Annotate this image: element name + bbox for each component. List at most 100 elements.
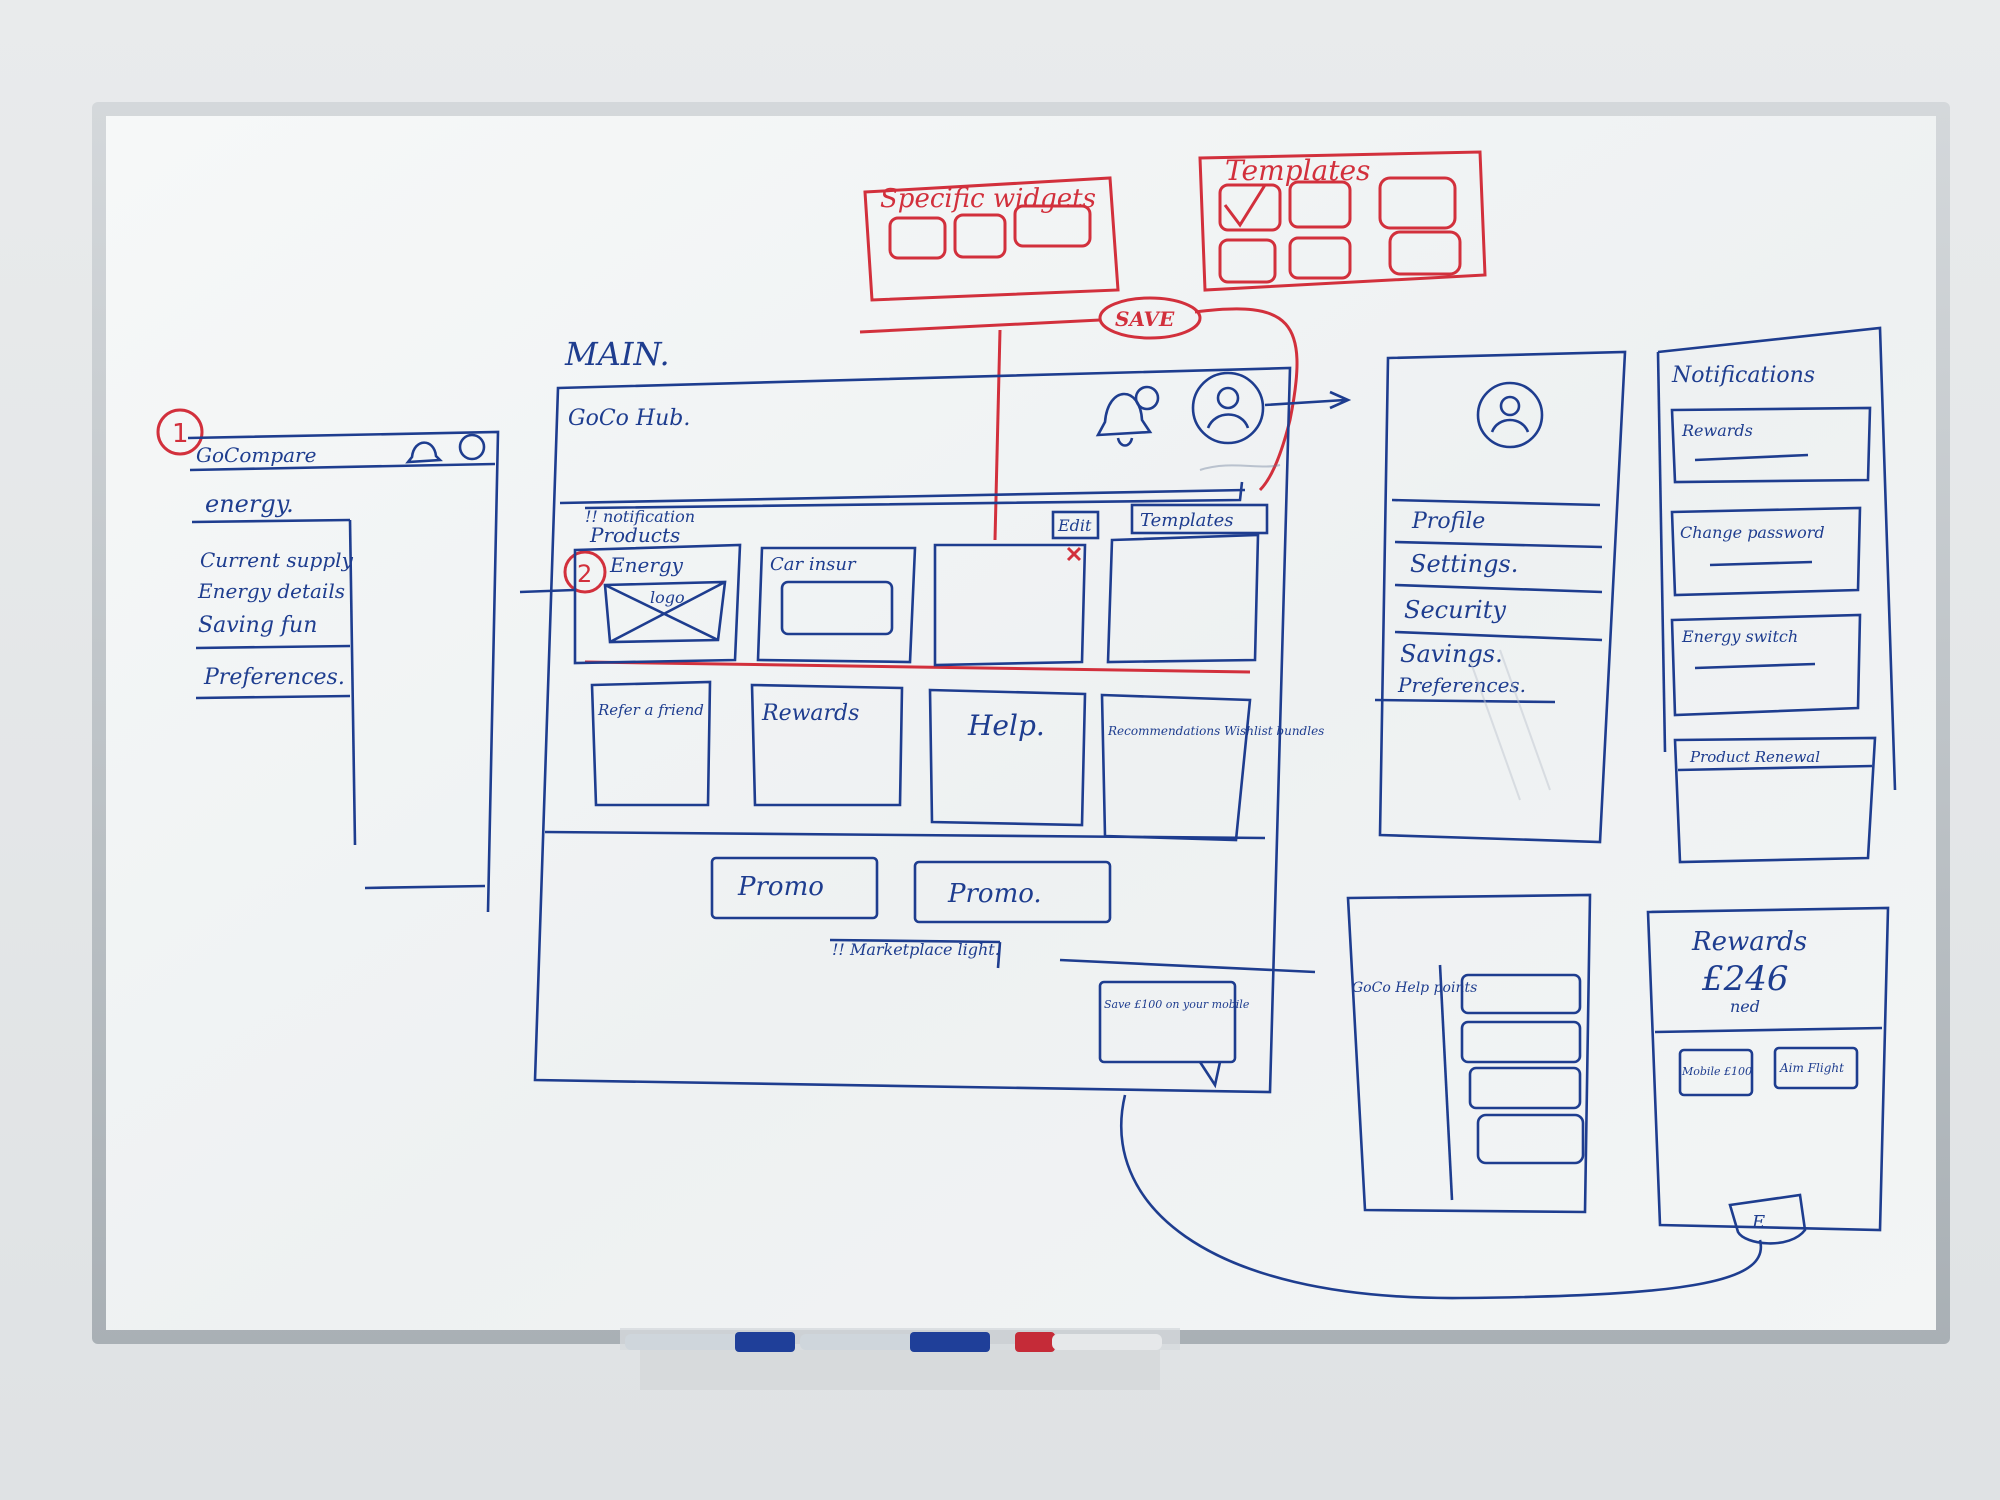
promo-box-1	[710, 856, 879, 920]
car-insurance-tile-label: Car insur	[770, 554, 857, 575]
rewards-panel-divider	[1654, 1026, 1883, 1034]
help-point-2	[1460, 1020, 1582, 1064]
save-connector-left	[859, 318, 1101, 334]
product-tile-2	[756, 546, 917, 664]
templates-button-box	[1130, 503, 1269, 535]
user-avatar-icon	[1191, 371, 1265, 445]
reward-tile-2	[1773, 1046, 1859, 1090]
left-panel-item-0: energy.	[205, 490, 294, 518]
template-slot-6	[1388, 230, 1462, 276]
profile-divider-4	[1374, 698, 1556, 704]
main-heading: MAIN.	[564, 335, 670, 373]
help-panel-title: GoCo Help points	[1352, 980, 1477, 996]
left-panel-frame	[187, 430, 500, 913]
template-slot-4	[1218, 238, 1277, 284]
logo-label: logo	[650, 588, 685, 607]
widget-slot-2	[953, 213, 1007, 259]
profile-panel-frame	[1378, 350, 1627, 844]
notification-bar-text: !! notification	[585, 507, 695, 526]
marker-blue-1	[625, 1332, 795, 1352]
product-tile-2-inner	[780, 580, 894, 636]
left-panel-title: GoCompare	[196, 443, 316, 467]
marker-tray-shadow	[640, 1350, 1160, 1390]
step-2-marker	[563, 550, 607, 594]
promo-label-2: Promo.	[947, 879, 1042, 909]
return-loop-arrow	[1120, 1094, 1763, 1300]
profile-panel-sketch	[1374, 350, 1627, 844]
left-panel-item-3: Saving fun	[198, 613, 317, 638]
rewards-panel-title: Rewards	[1691, 927, 1807, 957]
left-panel-item-2: Energy details	[197, 579, 345, 603]
rewards-panel-sketch	[1646, 906, 1890, 1245]
avatar-arrow	[1264, 390, 1352, 410]
help-panel-sketch	[1346, 893, 1592, 1214]
app-title: GoCo Hub.	[568, 406, 690, 431]
help-panel-divider	[1438, 964, 1454, 1201]
profile-divider-2	[1394, 583, 1603, 594]
edit-label: Edit	[1057, 516, 1092, 535]
left-panel-bell-icon	[405, 441, 443, 464]
notif-card-4	[1673, 736, 1877, 864]
marketplace-underline	[829, 938, 1002, 969]
user-avatar-body	[1206, 413, 1250, 429]
notification-panel-title: Notifications	[1671, 363, 1815, 388]
specific-widgets-label: Specific widgets	[880, 184, 1096, 214]
promo-label-1: Promo	[737, 872, 824, 902]
notif-item-2: Energy switch	[1681, 627, 1798, 646]
marketplace-label: !! Marketplace light.	[832, 940, 1000, 959]
profile-avatar-head	[1499, 395, 1521, 417]
notif-item-3: Product Renewal	[1689, 748, 1820, 766]
help-point-4	[1476, 1113, 1585, 1165]
left-connector	[519, 588, 575, 594]
rewards-panel-frame	[1646, 906, 1890, 1232]
notif-card-1-line	[1694, 453, 1809, 462]
notification-bar-line	[584, 481, 1244, 510]
help-tile	[928, 688, 1087, 827]
widget-slot-1	[888, 216, 947, 260]
energy-tile-label: Energy	[609, 553, 684, 577]
templates-label: Templates	[1225, 154, 1370, 187]
main-header-divider	[559, 488, 1246, 505]
refer-friend-label: Refer a friend	[597, 701, 704, 719]
notif-card-4-line	[1677, 764, 1873, 772]
left-panel-divider-2	[195, 644, 351, 650]
template-slot-1	[1218, 183, 1282, 232]
product-tile-4	[1106, 533, 1260, 664]
board-surface	[106, 116, 1936, 1330]
help-point-3	[1468, 1066, 1582, 1110]
profile-item-3: Savings.	[1400, 640, 1503, 668]
left-panel-avatar-icon	[458, 433, 486, 461]
profile-avatar-icon	[1476, 381, 1544, 449]
template-slot-2	[1288, 180, 1352, 229]
mobile-offer-box	[1098, 980, 1237, 1064]
specific-widgets-box	[863, 176, 1120, 302]
notification-panel-sketch	[1656, 326, 1897, 864]
notif-card-1	[1670, 406, 1872, 484]
template-slot-3	[1378, 176, 1457, 230]
notif-card-2-line	[1709, 560, 1813, 567]
bell-icon	[1095, 392, 1153, 447]
promo-box-2	[913, 860, 1112, 924]
notification-panel-frame	[1657, 326, 1897, 791]
step-1-marker	[156, 408, 204, 456]
profile-item-0: Profile	[1411, 509, 1485, 534]
reward-tile-label-1: Mobile £100	[1681, 1065, 1752, 1078]
save-connector-right	[1194, 307, 1299, 492]
profile-divider-3	[1394, 630, 1603, 642]
profile-avatar-body	[1490, 418, 1530, 433]
template-slot-5	[1288, 236, 1352, 280]
help-panel-frame	[1346, 893, 1592, 1214]
templates-box	[1198, 150, 1487, 292]
notif-item-0: Rewards	[1681, 421, 1753, 440]
recommendations-tile-label: Recommendations Wishlist bundles	[1107, 724, 1324, 738]
products-label: Products	[589, 523, 680, 547]
notif-item-1: Change password	[1680, 523, 1825, 542]
notification-panel-left-edge	[1656, 351, 1667, 753]
notif-card-2	[1670, 506, 1862, 597]
user-avatar-head	[1216, 386, 1240, 410]
marker-blue-2	[800, 1332, 990, 1352]
rewards-sub: ned	[1730, 997, 1760, 1016]
left-panel-footer-line	[364, 884, 486, 890]
red-sketches	[156, 150, 1487, 674]
